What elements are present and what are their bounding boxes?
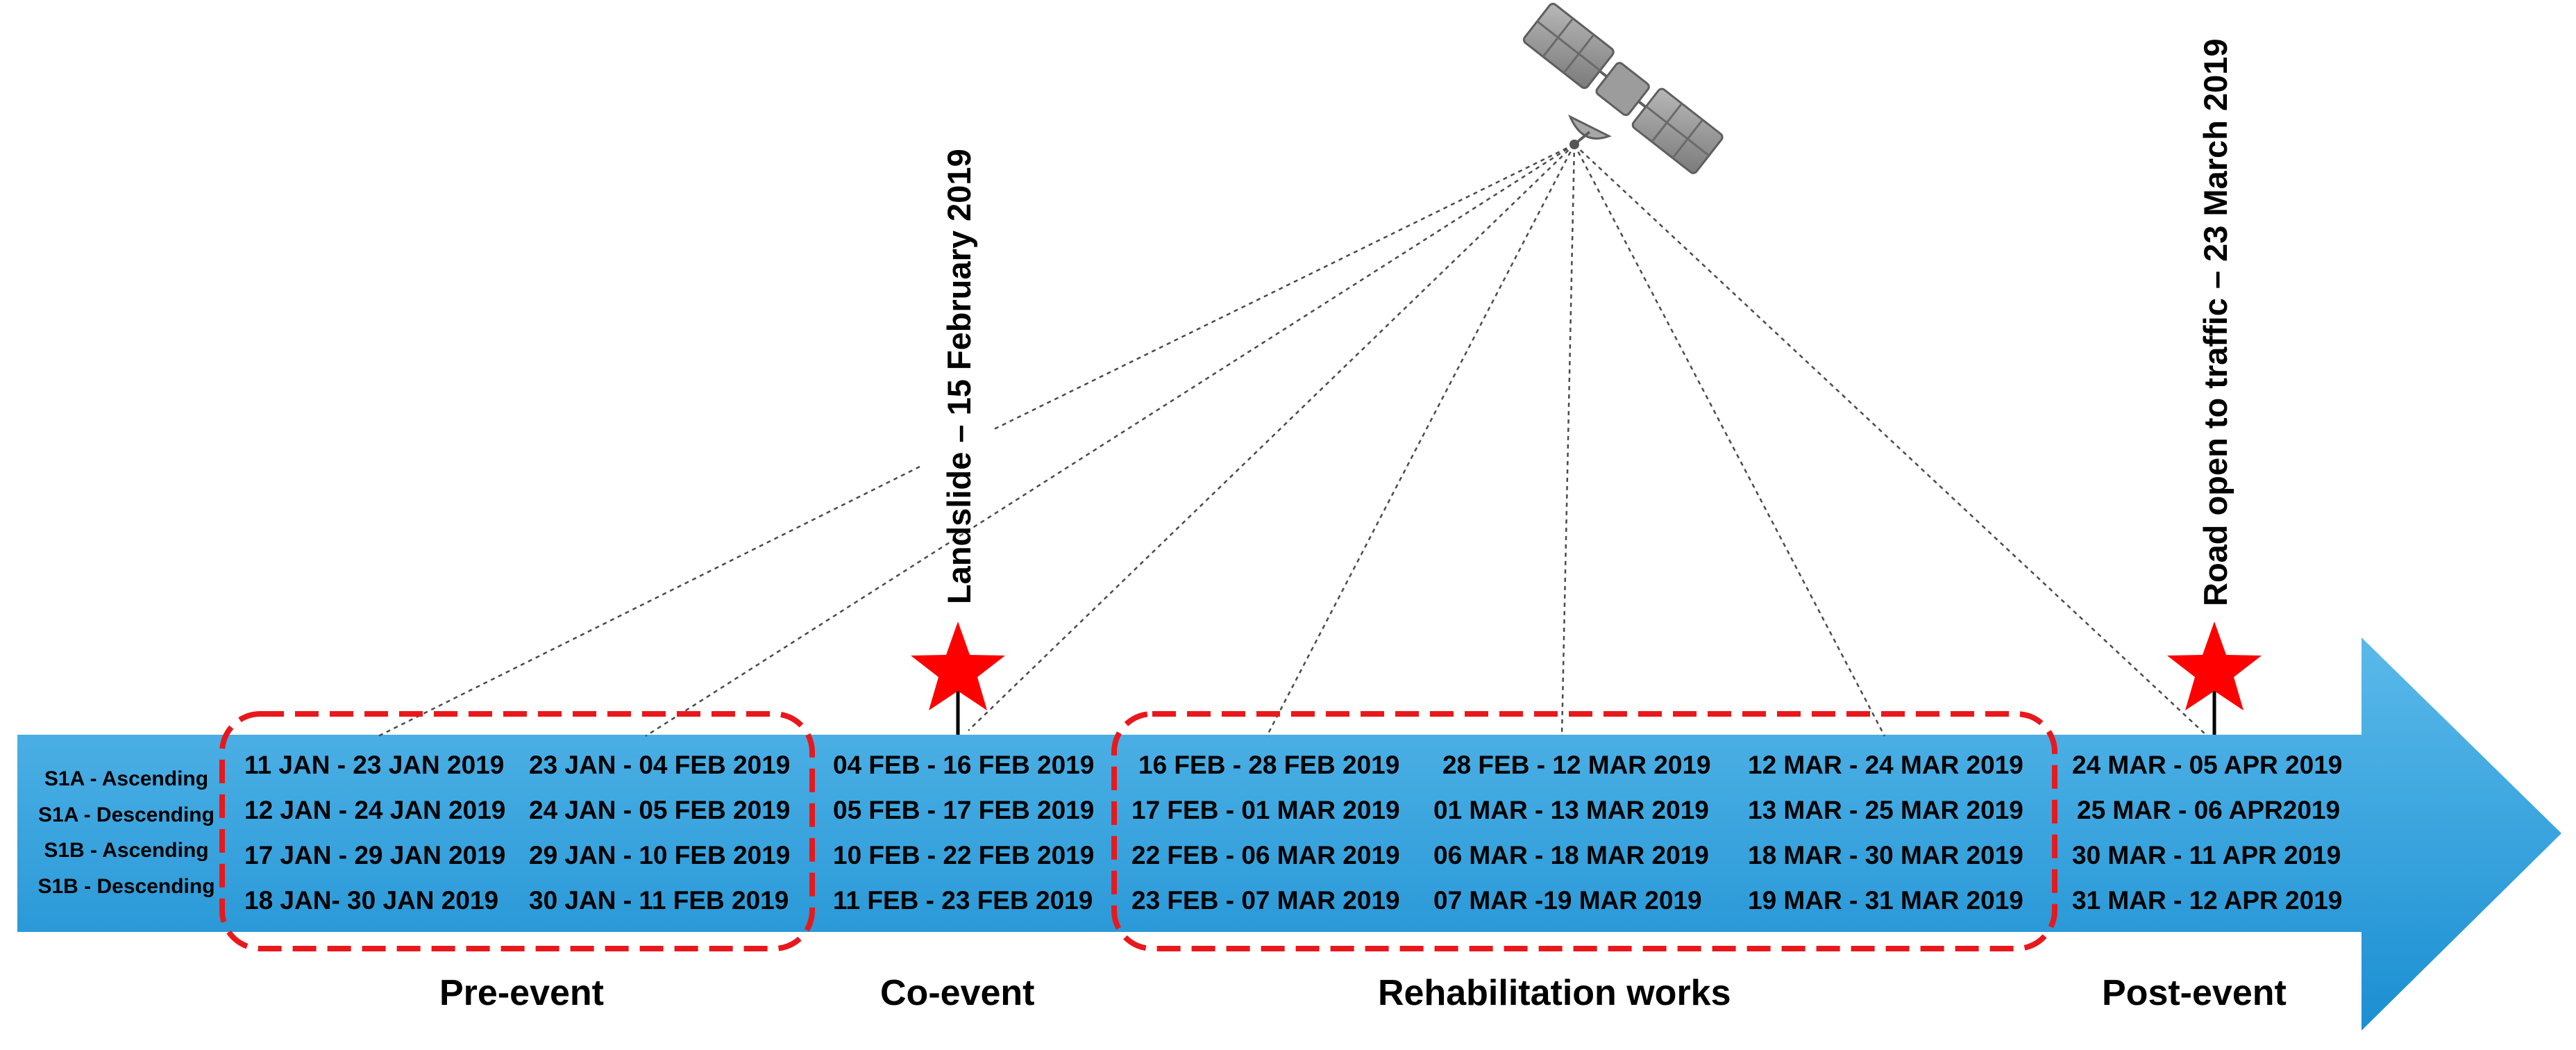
- pair-cell: 24 MAR - 05 APR 2019: [2072, 751, 2343, 779]
- star-icon: [911, 622, 1005, 710]
- pair-cell: 28 FEB - 12 MAR 2019: [1442, 751, 1711, 779]
- event-label-road-open: Road open to traffic – 23 March 2019: [2197, 38, 2234, 606]
- look-line: [645, 143, 1575, 738]
- phase-label-co-event: Co-event: [880, 973, 1035, 1013]
- rehabilitation-box: [1111, 711, 2057, 951]
- look-line: [378, 465, 920, 738]
- orbit-label-s1a-descending: S1A - Descending: [38, 803, 214, 826]
- look-line: [968, 144, 1575, 731]
- pair-cell: 23 FEB - 07 MAR 2019: [1131, 886, 1400, 915]
- phase-label-pre-event: Pre-event: [439, 973, 604, 1013]
- pair-cell: 17 FEB - 01 MAR 2019: [1131, 796, 1400, 824]
- phase-label-rehabilitation-works: Rehabilitation works: [1378, 973, 1731, 1013]
- pair-cell: 18 JAN- 30 JAN 2019: [244, 886, 499, 915]
- orbit-label-s1b-descending: S1B - Descending: [37, 875, 215, 898]
- pair-cell: 11 FEB - 23 FEB 2019: [833, 886, 1093, 915]
- look-line: [1574, 144, 2208, 737]
- pair-cell: 22 FEB - 06 MAR 2019: [1131, 841, 1400, 869]
- pair-cell: 10 FEB - 22 FEB 2019: [833, 841, 1095, 869]
- pair-cell: 23 JAN - 04 FEB 2019: [529, 751, 791, 779]
- star-icon: [2167, 622, 2262, 710]
- pair-cell: 07 MAR -19 MAR 2019: [1433, 886, 1702, 915]
- landslide-marker: [911, 622, 1005, 735]
- pair-cell: 16 FEB - 28 FEB 2019: [1138, 751, 1400, 779]
- pair-cell: 30 JAN - 11 FEB 2019: [529, 886, 789, 915]
- pair-cell: 13 MAR - 25 MAR 2019: [1748, 796, 2023, 824]
- satellite-look-lines: [378, 143, 2208, 738]
- look-line: [1265, 144, 1576, 737]
- pair-cell: 19 MAR - 31 MAR 2019: [1748, 886, 2023, 915]
- pre-event-box: [219, 711, 815, 951]
- road-open-marker: [2167, 622, 2262, 735]
- pair-cell: 05 FEB - 17 FEB 2019: [833, 796, 1095, 824]
- orbit-label-s1b-ascending: S1B - Ascending: [44, 839, 209, 862]
- orbit-label-s1a-ascending: S1A - Ascending: [44, 767, 209, 790]
- event-label-landslide: Landslide – 15 February 2019: [941, 149, 977, 604]
- pair-cell: 29 JAN - 10 FEB 2019: [529, 841, 791, 869]
- pair-cell: 04 FEB - 16 FEB 2019: [833, 751, 1095, 779]
- look-line: [1560, 144, 1576, 737]
- pair-cell: 17 JAN - 29 JAN 2019: [244, 841, 506, 869]
- pair-cell: 12 JAN - 24 JAN 2019: [244, 796, 506, 824]
- look-line: [993, 143, 1575, 431]
- pair-cell: 01 MAR - 13 MAR 2019: [1433, 796, 1709, 824]
- look-line: [1573, 144, 1886, 737]
- timeline-arrow: [17, 638, 2561, 1031]
- pair-cell: 06 MAR - 18 MAR 2019: [1433, 841, 1709, 869]
- phase-label-post-event: Post-event: [2102, 973, 2287, 1013]
- pair-cell: 11 JAN - 23 JAN 2019: [244, 751, 505, 779]
- pair-cell: 12 MAR - 24 MAR 2019: [1748, 751, 2023, 779]
- pair-cell: 30 MAR - 11 APR 2019: [2072, 841, 2341, 869]
- satellite-icon: [1522, 3, 1724, 174]
- pair-cell: 31 MAR - 12 APR 2019: [2072, 886, 2343, 915]
- pair-cell: 25 MAR - 06 APR2019: [2077, 796, 2341, 824]
- pair-cell: 18 MAR - 30 MAR 2019: [1748, 841, 2023, 869]
- pair-cell: 24 JAN - 05 FEB 2019: [529, 796, 791, 824]
